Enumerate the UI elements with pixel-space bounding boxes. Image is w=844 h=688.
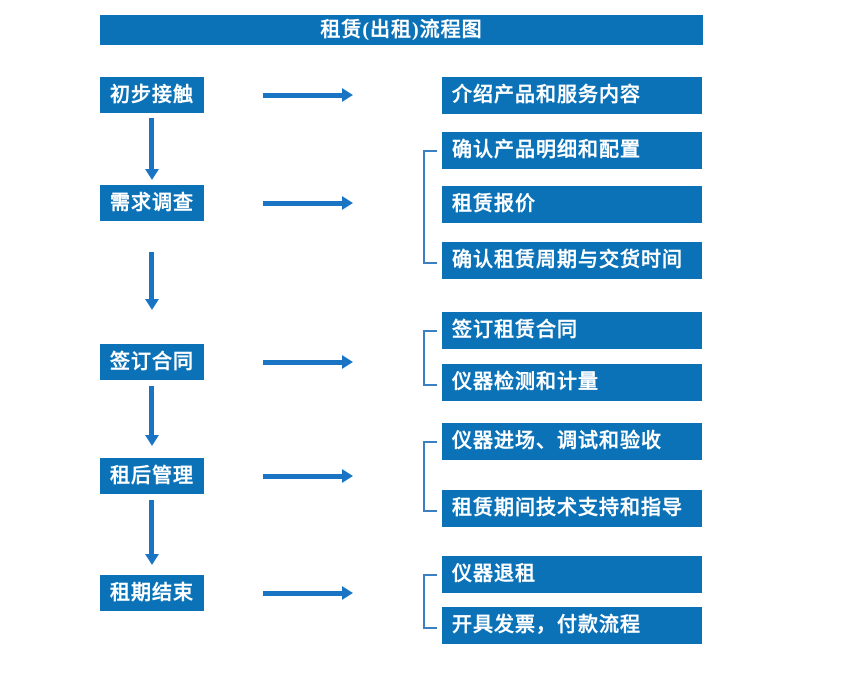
step-box-rental-end: 租期结束 <box>100 575 204 611</box>
step-box-initial-contact: 初步接触 <box>100 77 204 113</box>
output-box: 确认产品明细和配置 <box>442 132 702 169</box>
output-box: 介绍产品和服务内容 <box>442 77 702 114</box>
arrow-right-icon <box>263 88 353 102</box>
bracket-connector <box>423 150 437 264</box>
step-box-contract-signing: 签订合同 <box>100 344 204 380</box>
arrow-down-icon <box>145 118 159 180</box>
bracket-connector <box>423 574 437 629</box>
output-box: 仪器进场、调试和验收 <box>442 423 702 460</box>
output-box: 租赁报价 <box>442 186 702 223</box>
output-box: 租赁期间技术支持和指导 <box>442 490 702 527</box>
arrow-right-icon <box>263 196 353 210</box>
flowchart-title: 租赁(出租)流程图 <box>100 15 703 45</box>
arrow-right-icon <box>263 355 353 369</box>
arrow-down-icon <box>145 386 159 446</box>
bracket-connector <box>423 330 437 386</box>
arrow-down-icon <box>145 252 159 310</box>
output-box: 开具发票，付款流程 <box>442 607 702 644</box>
output-box: 仪器退租 <box>442 556 702 593</box>
bracket-connector <box>423 441 437 512</box>
output-box: 仪器检测和计量 <box>442 364 702 401</box>
arrow-right-icon <box>263 469 353 483</box>
arrow-right-icon <box>263 586 353 600</box>
arrow-down-icon <box>145 500 159 565</box>
output-box: 签订租赁合同 <box>442 312 702 349</box>
step-box-post-rental-management: 租后管理 <box>100 458 204 494</box>
output-box: 确认租赁周期与交货时间 <box>442 242 702 279</box>
step-box-requirements-survey: 需求调查 <box>100 185 204 221</box>
